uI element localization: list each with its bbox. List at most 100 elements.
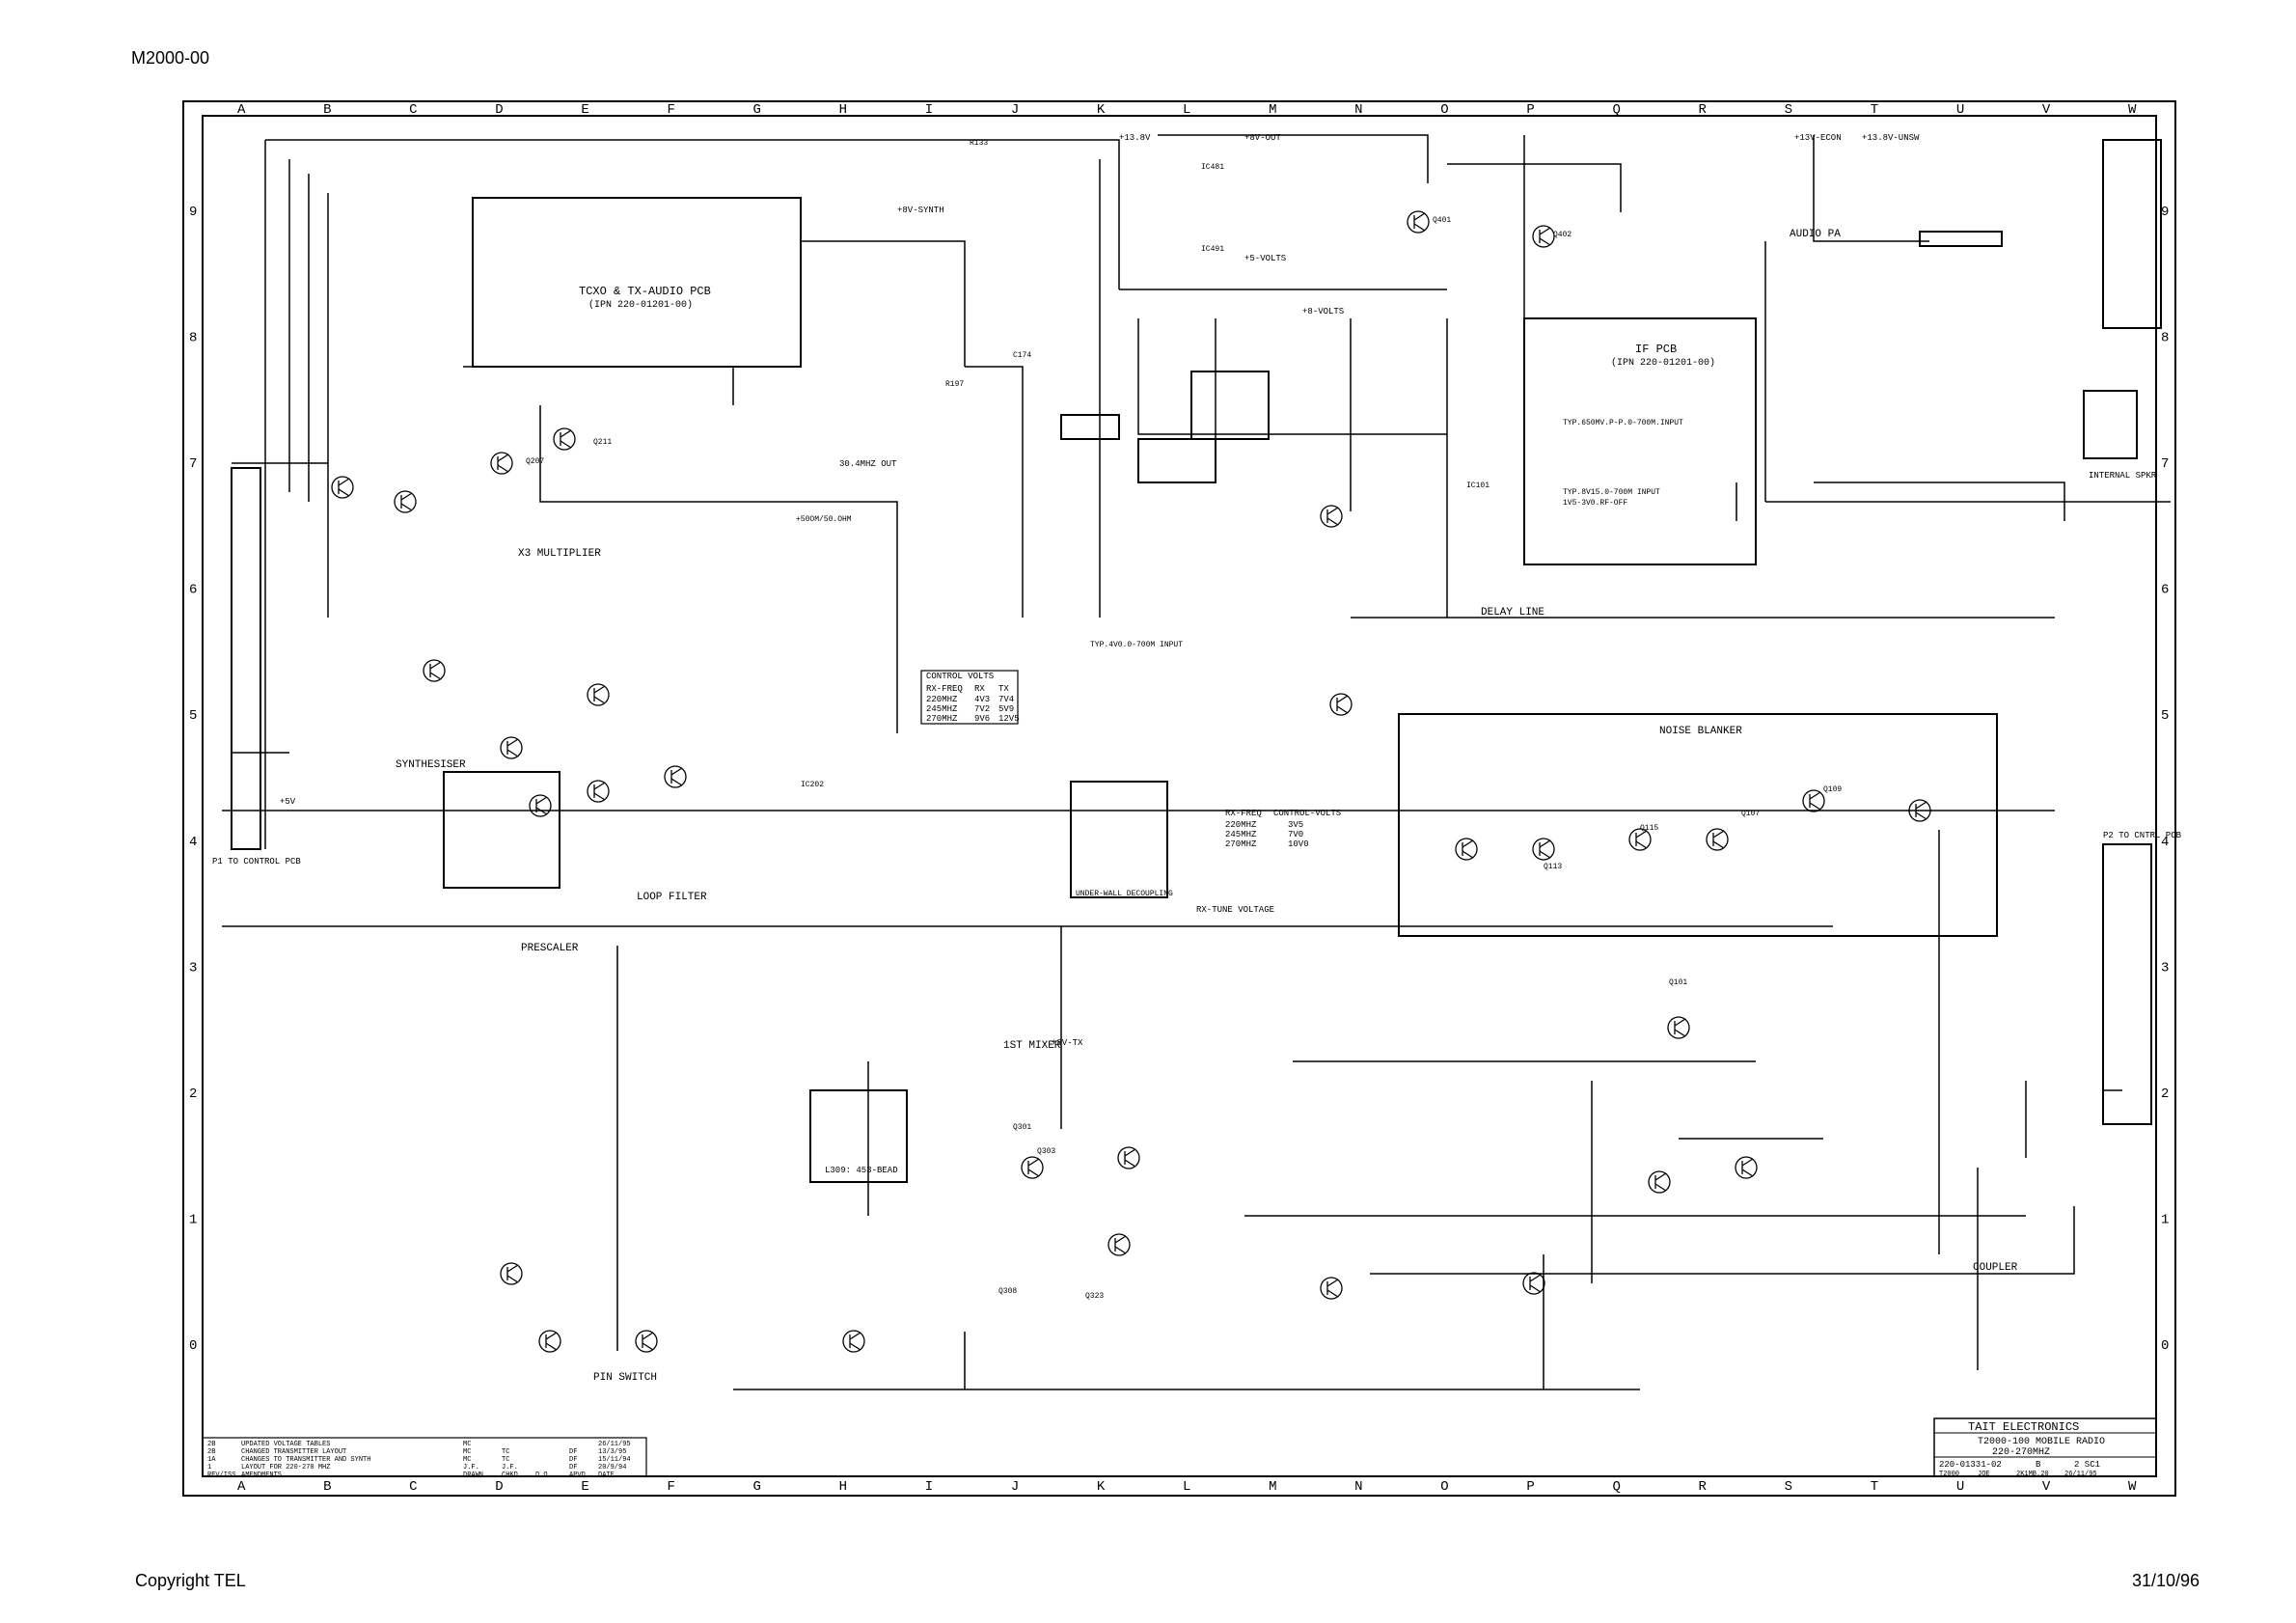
col-label-top: T: [1871, 102, 1878, 118]
amendment-cell: J.F.: [502, 1464, 518, 1472]
col-label-top: A: [237, 102, 246, 118]
svg-text:7V4: 7V4: [998, 695, 1014, 704]
svg-text:7V0: 7V0: [1288, 830, 1303, 839]
rail-8v-synth: +8V-SYNTH: [897, 206, 944, 215]
col-label-bottom: K: [1097, 1479, 1106, 1495]
col-label-bottom: N: [1354, 1479, 1362, 1495]
rail-8-volts: +8-VOLTS: [1302, 307, 1344, 316]
transistor-symbol: [1117, 1146, 1140, 1169]
x3-mult-label: X3 MULTIPLIER: [518, 548, 601, 560]
decoupling-label: UNDER-WALL DECOUPLING: [1076, 890, 1173, 898]
transistor-symbol: [331, 476, 354, 499]
col-label-top: O: [1440, 102, 1448, 118]
col-label-top: H: [839, 102, 847, 118]
drawing-sheet: 2 SC1: [2074, 1460, 2100, 1470]
designer: JOE: [1978, 1471, 1990, 1478]
drawing-rev: B: [2036, 1460, 2041, 1470]
transistor-symbol: [1802, 789, 1825, 812]
svg-text:Q113: Q113: [1544, 863, 1562, 871]
col-label-top: U: [1956, 102, 1964, 118]
amendment-cell: 1: [207, 1464, 211, 1472]
amendment-cell: DF: [569, 1448, 577, 1456]
col-label-top: V: [2042, 102, 2051, 118]
control-volts-table: CONTROL VOLTS RX-FREQ RX TX 220MHZ 4V3 7…: [920, 670, 1020, 725]
transistor-symbol: [1329, 693, 1353, 716]
transistor-symbol: [1735, 1156, 1758, 1179]
file-name: 2K1MB.20: [2016, 1471, 2049, 1478]
transistor-symbol: [1648, 1170, 1671, 1194]
svg-text:CONTROL VOLTS: CONTROL VOLTS: [926, 672, 994, 681]
col-label-top: B: [323, 102, 331, 118]
transistor-symbol: [538, 1330, 561, 1353]
svg-text:R133: R133: [970, 139, 988, 148]
svg-text:IC101: IC101: [1466, 481, 1490, 490]
svg-text:270MHZ: 270MHZ: [926, 714, 958, 724]
print-date: 31/10/96: [2132, 1571, 2200, 1590]
col-label-bottom: J: [1011, 1479, 1019, 1495]
amendment-cell: UPDATED VOLTAGE TABLES: [241, 1441, 330, 1448]
col-label-top: R: [1699, 102, 1708, 118]
col-label-top: E: [581, 102, 588, 118]
transistor-symbol: [1407, 210, 1430, 234]
amendment-cell: LAYOUT FOR 220-270 MHZ: [241, 1464, 330, 1472]
amendment-cell: D.O.: [535, 1472, 552, 1479]
svg-text:220MHZ: 220MHZ: [1225, 820, 1257, 830]
drawing-no: 220-01331-02: [1939, 1460, 2002, 1470]
amendment-cell: 1A: [207, 1456, 216, 1464]
if-pcb-ipn: (IPN 220-01201-00): [1611, 357, 1715, 369]
col-label-bottom: H: [839, 1479, 847, 1495]
transistor-symbol: [587, 780, 610, 803]
audio-pa-label: AUDIO PA: [1790, 229, 1841, 240]
copyright: Copyright TEL: [135, 1571, 246, 1590]
amendment-cell: 2B: [207, 1448, 215, 1456]
col-label-top: W: [2128, 102, 2137, 118]
sheet-border: [182, 100, 2176, 1497]
tcxo-block: [472, 197, 802, 368]
row-label-right: 3: [2161, 960, 2169, 976]
transistor-symbol: [1107, 1233, 1131, 1256]
col-label-bottom: U: [1956, 1479, 1964, 1495]
col-label-bottom: O: [1440, 1479, 1448, 1495]
prescaler-label: PRESCALER: [521, 943, 579, 954]
row-label-left: 1: [189, 1212, 197, 1227]
col-label-top: C: [409, 102, 417, 118]
col-label-bottom: E: [581, 1479, 588, 1495]
svg-text:TX: TX: [998, 684, 1009, 694]
row-label-right: 5: [2161, 708, 2169, 724]
rail-5v: +5V: [280, 797, 296, 807]
amendment-cell: DATE: [598, 1472, 615, 1479]
transistor-symbol: [394, 490, 417, 513]
amendment-cell: DF: [569, 1464, 577, 1472]
file-date: 26/11/95: [2064, 1471, 2097, 1478]
inner-border: [202, 115, 2157, 1477]
svg-text:CONTROL-VOLTS: CONTROL-VOLTS: [1273, 809, 1341, 818]
transistor-symbol: [664, 765, 687, 788]
transistor-symbol: [635, 1330, 658, 1353]
svg-text:C174: C174: [1013, 351, 1031, 360]
amendment-cell: DF: [569, 1456, 577, 1464]
col-label-bottom: P: [1526, 1479, 1534, 1495]
ann-typ-4v: TYP.4V0.0-700M INPUT: [1090, 641, 1183, 649]
pcb-gnd-box: [1919, 231, 2003, 247]
amendment-cell: 13/3/95: [598, 1448, 626, 1456]
row-label-left: 6: [189, 583, 197, 598]
p3-connector: [2102, 139, 2162, 329]
svg-text:Q303: Q303: [1037, 1147, 1055, 1156]
p2-connector: [2102, 843, 2152, 1125]
amendment-cell: APVD: [569, 1472, 586, 1479]
rail-5-volts: +5-VOLTS: [1244, 254, 1286, 263]
transistor-symbol: [423, 659, 446, 682]
svg-text:Q115: Q115: [1640, 824, 1658, 833]
col-label-bottom: S: [1785, 1479, 1792, 1495]
internal-spkr-label: INTERNAL SPKR: [2089, 471, 2157, 481]
svg-text:IC481: IC481: [1201, 163, 1224, 172]
svg-text:Q207: Q207: [526, 457, 544, 466]
svg-text:Q211: Q211: [593, 438, 612, 447]
amendment-cell: MC: [463, 1456, 471, 1464]
transistor-symbol: [553, 427, 576, 451]
row-label-right: 1: [2161, 1212, 2169, 1227]
col-label-bottom: V: [2042, 1479, 2051, 1495]
svg-text:5V9: 5V9: [998, 704, 1014, 714]
